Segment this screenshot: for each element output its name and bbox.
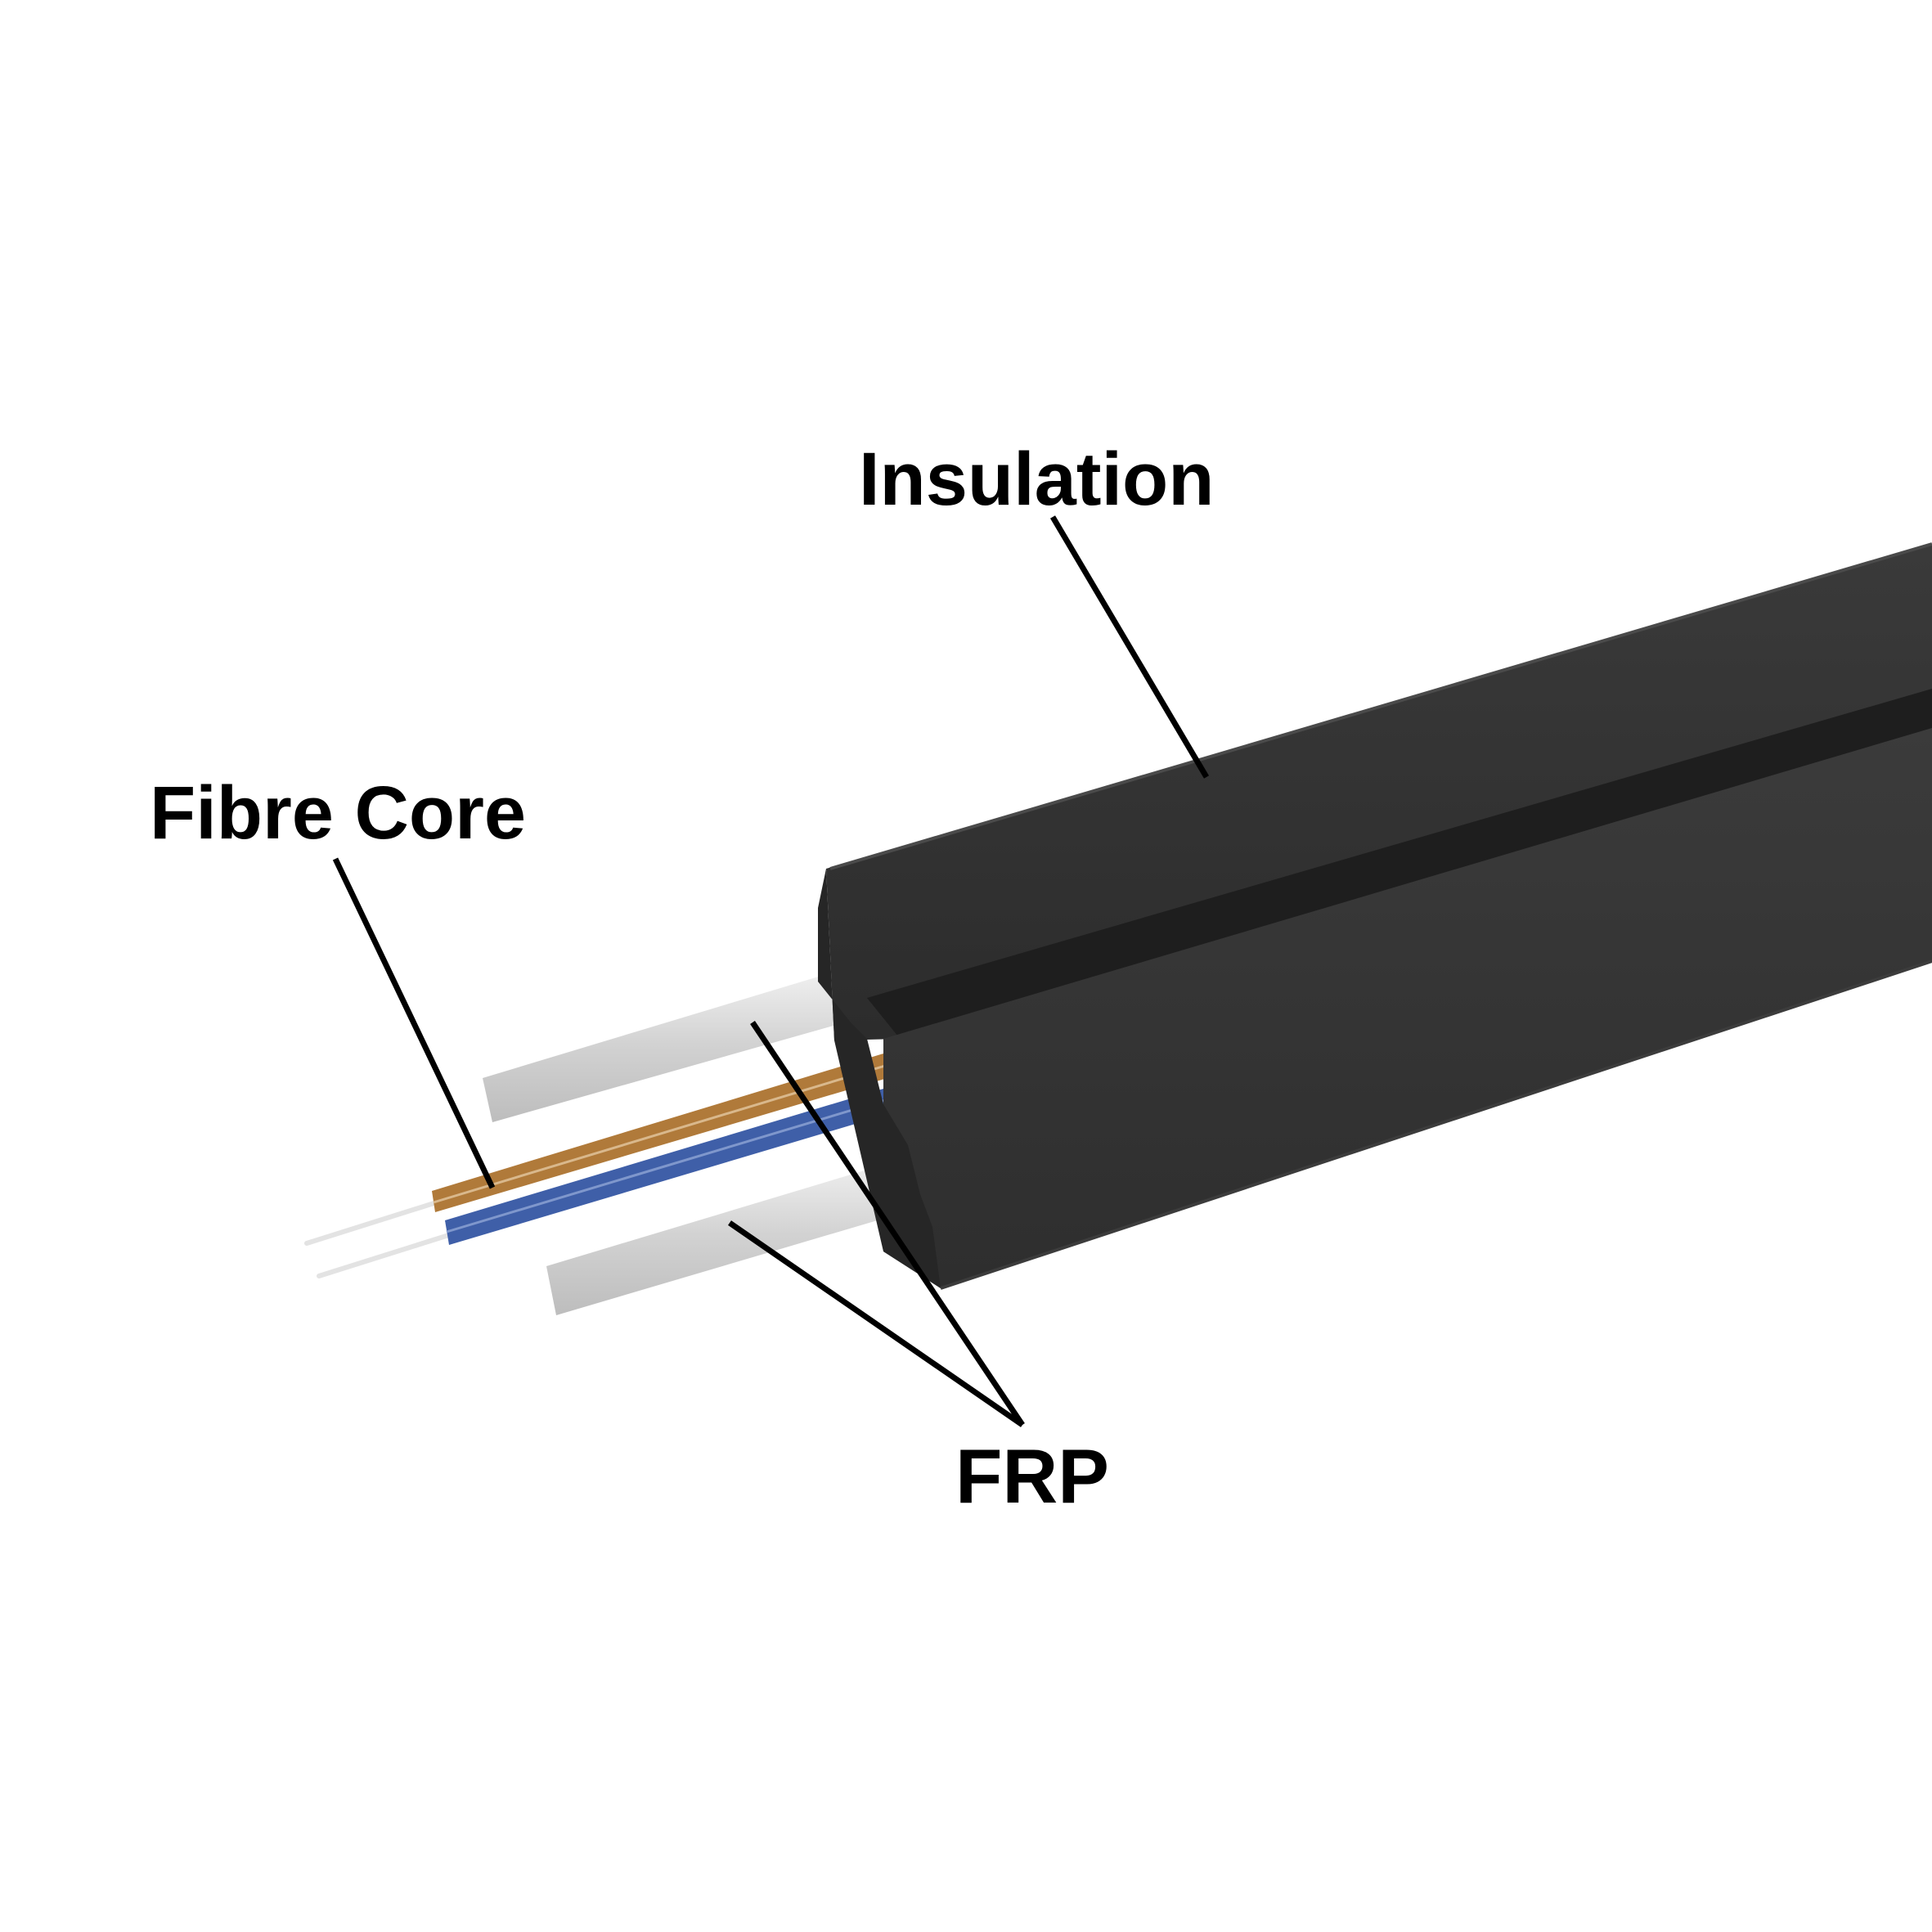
frp-rod-upper bbox=[483, 967, 851, 1122]
insulation-label: Insulation bbox=[859, 438, 1215, 521]
leader-line-frp-upper bbox=[750, 1021, 1025, 1427]
insulation-jacket-groove bbox=[867, 689, 1932, 1049]
fibre-core-label: Fibre Core bbox=[150, 771, 527, 855]
leader-line-frp-lower bbox=[728, 1220, 1024, 1427]
bare-fibre-lower bbox=[317, 1231, 456, 1278]
bare-fibre-upper bbox=[304, 1198, 444, 1246]
frp-rod-lower bbox=[546, 1155, 916, 1315]
insulation-jacket-lower bbox=[883, 728, 1932, 1288]
frp-label: FRP bbox=[955, 1433, 1109, 1519]
leader-line-fibre-core bbox=[332, 857, 496, 1189]
leader-line-insulation bbox=[1049, 515, 1210, 779]
insulation-end-face bbox=[818, 869, 941, 1288]
insulation-jacket-top bbox=[826, 544, 1932, 1040]
